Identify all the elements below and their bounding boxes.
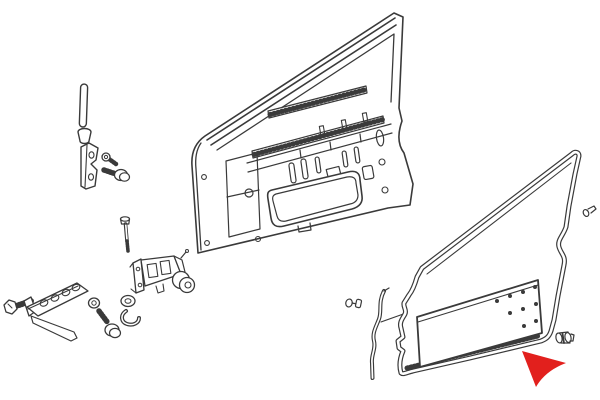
backing-panel	[416, 279, 543, 368]
panel-holes	[495, 285, 538, 328]
shoulder-bolt	[96, 308, 122, 339]
red-arrow	[522, 351, 566, 387]
hinge-roller	[171, 270, 196, 294]
mounting-screw	[582, 205, 597, 218]
check-washer	[87, 297, 101, 309]
regulator-opening	[266, 170, 363, 228]
push-clip	[345, 298, 363, 309]
long-bolt	[119, 216, 131, 253]
trim-parts	[345, 287, 410, 380]
check-strap	[23, 282, 89, 342]
edge-molding-strip	[369, 287, 390, 380]
door-shell	[191, 12, 414, 254]
weatherstrip-seal	[395, 149, 597, 377]
lower-hinge-parts	[119, 216, 196, 327]
retaining-clip	[120, 309, 141, 327]
hinge-washer	[120, 294, 136, 308]
hinge-pin	[78, 83, 89, 128]
line-art	[3, 12, 597, 387]
small-bolt	[101, 152, 119, 167]
door-check-parts	[3, 282, 122, 342]
upper-hinge-parts	[77, 83, 131, 190]
mounting-grommet	[555, 331, 575, 344]
hex-bolt	[101, 167, 131, 182]
pin-cap	[77, 127, 92, 145]
